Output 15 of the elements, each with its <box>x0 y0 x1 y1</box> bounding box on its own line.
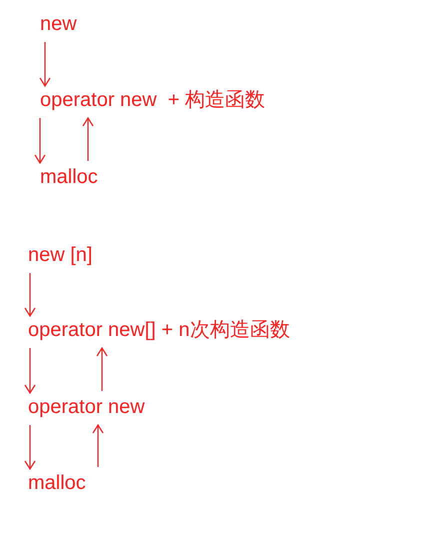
arrow <box>39 42 51 87</box>
label-text: new <box>40 12 77 36</box>
arrow <box>34 118 46 164</box>
arrow <box>24 348 36 394</box>
arrow <box>96 347 108 391</box>
arrow <box>24 273 36 317</box>
label-text: new [n] <box>28 243 92 267</box>
arrow <box>82 117 94 161</box>
label-text: operator new[] + n次构造函数 <box>28 318 290 342</box>
label-text: operator new + 构造函数 <box>40 88 266 112</box>
label-text: malloc <box>40 165 98 189</box>
arrow <box>24 425 36 470</box>
label-text: malloc <box>28 471 86 495</box>
label-text: operator new <box>28 395 145 419</box>
arrow <box>92 424 104 467</box>
